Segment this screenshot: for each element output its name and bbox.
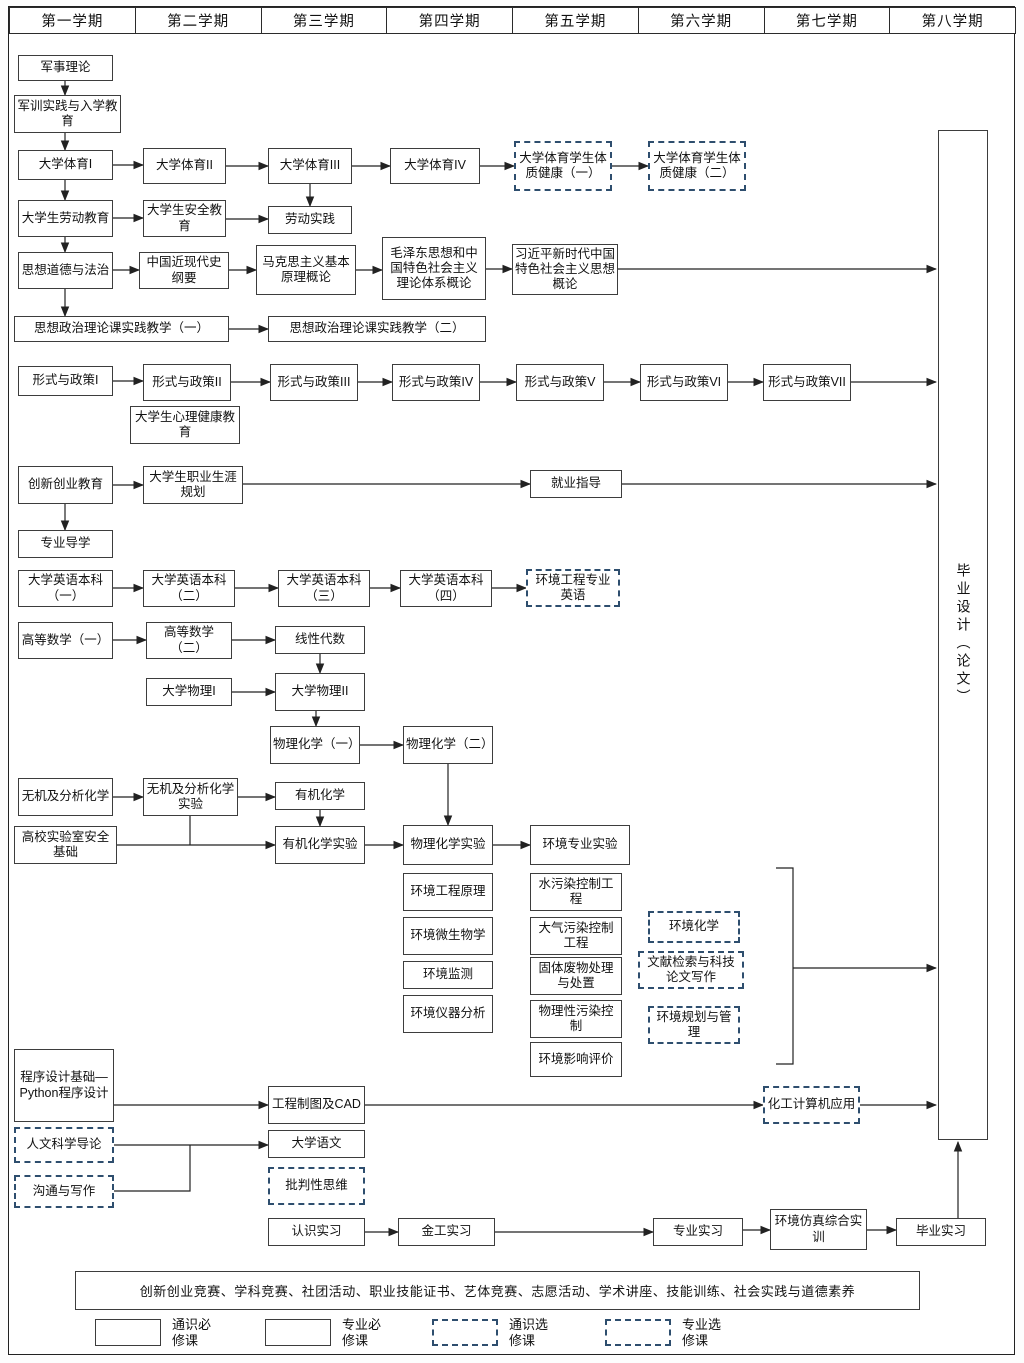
course-huagong-jisuanji: 化工计算机应用 [763, 1086, 860, 1124]
legend-swatch-3 [432, 1319, 498, 1346]
course-xingshi-3: 形式与政策III [270, 364, 358, 401]
course-jiuye-zhidao: 就业指导 [530, 470, 622, 498]
course-zhuanye-shixi: 专业实习 [653, 1218, 743, 1246]
course-huanjing-zhuanye-shiyan: 环境专业实验 [530, 825, 630, 865]
course-wuji-shiyan: 无机及分析化学实验 [143, 778, 238, 816]
course-sixiang-daode: 思想道德与法治 [18, 252, 113, 289]
course-huanjing-huaxue: 环境化学 [648, 911, 740, 943]
course-sizheng-shijian-1: 思想政治理论课实践教学（一） [14, 316, 229, 342]
course-junxun-shijian: 军训实践与入学教育 [14, 95, 121, 133]
course-yingyu-1: 大学英语本科（一） [18, 570, 113, 607]
course-tiyu-3: 大学体育III [268, 148, 352, 184]
course-gaoshu-2: 高等数学（二） [146, 622, 232, 659]
course-makesi-zhuyi: 马克思主义基本原理概论 [256, 245, 356, 295]
course-chuangxin-chuangye: 创新创业教育 [18, 466, 113, 504]
course-python-sheji: 程序设计基础—Python程序设计 [14, 1049, 114, 1122]
course-laodong-jiaoyu: 大学生劳动教育 [18, 200, 113, 237]
course-xijinping-sixiang: 习近平新时代中国特色社会主义思想概论 [512, 244, 618, 295]
course-junshi-lilun: 军事理论 [18, 55, 113, 81]
legend-swatch-1 [95, 1319, 161, 1346]
course-tizhi-1: 大学体育学生体质健康（一） [514, 141, 612, 191]
course-guti-feiwu: 固体废物处理与处置 [530, 957, 622, 995]
extracurricular-banner: 创新创业竞赛、学科竞赛、社团活动、职业技能证书、艺体竞赛、志愿活动、学术讲座、技… [75, 1271, 920, 1310]
course-daqi-wuran: 大气污染控制工程 [530, 917, 622, 955]
course-laodong-shijian: 劳动实践 [268, 206, 352, 234]
course-anquan-jiaoyu: 大学生安全教育 [143, 200, 226, 237]
course-gaoshu-1: 高等数学（一） [18, 622, 113, 659]
course-wenxian-jiansuo: 文献检索与科技论文写作 [638, 951, 744, 989]
course-xingshi-1: 形式与政策I [18, 366, 113, 396]
course-zhiye-guihua: 大学生职业生涯规划 [143, 466, 243, 504]
course-maozedong-sixiang: 毛泽东思想和中国特色社会主义理论体系概论 [382, 237, 486, 300]
course-jingong-shixi: 金工实习 [398, 1218, 495, 1246]
course-sizheng-shijian-2: 思想政治理论课实践教学（二） [268, 316, 486, 342]
legend-label-2: 专业必修课 [342, 1317, 382, 1349]
semester-header-5: 第五学期 [512, 7, 639, 34]
course-wuli-2: 大学物理II [275, 673, 365, 711]
course-xingshi-7: 形式与政策VII [763, 364, 851, 401]
course-fangzhen-shixun: 环境仿真综合实训 [770, 1209, 867, 1250]
course-yingxiang-pingjia: 环境影响评价 [530, 1042, 622, 1077]
semester-header-8: 第八学期 [889, 7, 1016, 34]
course-youji-huaxue: 有机化学 [275, 782, 365, 810]
course-xingshi-4: 形式与政策IV [392, 364, 480, 401]
course-yiqi-fenxi: 环境仪器分析 [403, 995, 493, 1033]
legend-swatch-2 [265, 1319, 331, 1346]
course-wulixing-wuran: 物理性污染控制 [530, 1000, 622, 1038]
course-xingshi-5: 形式与政策V [516, 364, 604, 401]
semester-header-3: 第三学期 [260, 7, 388, 34]
semester-header-4: 第四学期 [386, 7, 513, 34]
course-daxue-yuwen: 大学语文 [268, 1130, 365, 1158]
course-yingyu-2: 大学英语本科（二） [143, 570, 235, 607]
course-wuji-fenxi: 无机及分析化学 [18, 778, 113, 816]
course-wulihuaxue-1: 物理化学（一） [270, 726, 361, 764]
course-wulihuaxue-2: 物理化学（二） [403, 726, 494, 764]
course-wuli-1: 大学物理I [146, 678, 232, 706]
course-guihua-guanli: 环境规划与管理 [648, 1006, 740, 1044]
course-goutong-xiezuo: 沟通与写作 [14, 1175, 114, 1208]
legend-swatch-4 [605, 1319, 671, 1346]
course-xinli-jiankang: 大学生心理健康教育 [130, 406, 240, 444]
course-tiyu-2: 大学体育II [143, 148, 226, 184]
course-wulihuaxue-shiyan: 物理化学实验 [403, 825, 493, 865]
legend-label-3: 通识选修课 [509, 1317, 549, 1349]
course-jinxiandai-shi: 中国近现代史纲要 [139, 252, 229, 289]
course-renshi-shixi: 认识实习 [268, 1218, 365, 1246]
course-pipan-siwei: 批判性思维 [268, 1167, 365, 1205]
course-tiyu-1: 大学体育I [18, 150, 113, 180]
course-xianxing-daishu: 线性代数 [275, 626, 365, 654]
course-renwen-kexue: 人文科学导论 [14, 1127, 114, 1163]
course-shuiwuran: 水污染控制工程 [530, 873, 622, 911]
legend-label-4: 专业选修课 [682, 1317, 722, 1349]
course-biye-shixi: 毕业实习 [896, 1218, 986, 1246]
course-yingyu-3: 大学英语本科（三） [278, 570, 370, 607]
course-zhuanye-daoxue: 专业导学 [18, 530, 113, 558]
course-xingshi-2: 形式与政策II [143, 364, 231, 401]
semester-header-1: 第一学期 [9, 7, 136, 34]
course-zhuanye-yingyu: 环境工程专业英语 [526, 569, 620, 607]
course-yingyu-4: 大学英语本科（四） [400, 570, 492, 607]
course-xingshi-6: 形式与政策VI [640, 364, 728, 401]
semester-header-2: 第二学期 [134, 7, 262, 34]
legend-label-1: 通识必修课 [172, 1317, 212, 1349]
semester-header-7: 第七学期 [763, 7, 891, 34]
course-biye-sheji: 毕业设计（论文） [938, 130, 988, 1140]
course-tizhi-2: 大学体育学生体质健康（二） [648, 141, 746, 191]
course-tiyu-4: 大学体育IV [390, 148, 480, 184]
course-shiyanshi-anquan: 高校实验室安全基础 [14, 826, 117, 864]
course-youji-shiyan: 有机化学实验 [275, 826, 365, 864]
course-huanjing-jiance: 环境监测 [403, 961, 493, 989]
course-weishengwuxue: 环境微生物学 [403, 917, 493, 955]
course-gongcheng-yuanli: 环境工程原理 [403, 873, 493, 911]
course-gongcheng-zhitu: 工程制图及CAD [268, 1086, 365, 1124]
semester-header-6: 第六学期 [637, 7, 765, 34]
